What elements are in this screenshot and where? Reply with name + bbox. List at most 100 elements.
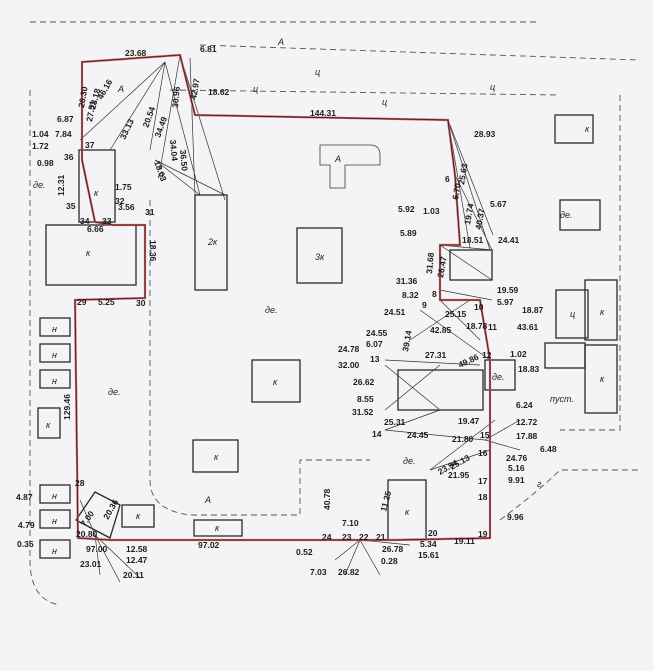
- label-de-center: де.: [265, 305, 277, 315]
- point-32: 32: [115, 196, 125, 206]
- svg-text:26.82: 26.82: [338, 567, 360, 577]
- point-11: 11: [488, 322, 497, 332]
- svg-text:5.89: 5.89: [400, 228, 417, 238]
- point-33: 33: [102, 216, 112, 226]
- svg-text:42.85: 42.85: [430, 325, 452, 335]
- svg-text:21.95: 21.95: [448, 470, 470, 480]
- building-k-south: [192, 439, 239, 473]
- point-36: 36: [64, 152, 74, 162]
- svg-text:21.80: 21.80: [452, 434, 474, 444]
- point-numbers: 6 8 9 10 11 12 13 14 15 16 17 18 19 20 2…: [64, 140, 497, 542]
- point-22: 22: [359, 532, 369, 542]
- point-20: 20: [428, 528, 438, 538]
- point-24: 24: [322, 532, 332, 542]
- label-de-e: де.: [560, 210, 572, 220]
- point-9: 9: [422, 300, 427, 310]
- label-k-bottom: к: [215, 523, 220, 533]
- label-ts-1: ц: [315, 67, 320, 77]
- label-k-west: к: [86, 248, 91, 258]
- buildings: [37, 114, 618, 559]
- svg-text:18.51: 18.51: [462, 235, 484, 245]
- svg-text:1.04: 1.04: [32, 129, 49, 139]
- label-n-1: н: [52, 324, 57, 334]
- label-A-path: А: [334, 154, 341, 164]
- dim-bottom-right: 19.11: [454, 536, 475, 546]
- svg-text:25.31: 25.31: [384, 417, 406, 427]
- svg-text:6.07: 6.07: [366, 339, 383, 349]
- label-A-nw2: А: [157, 170, 164, 180]
- svg-text:26.78: 26.78: [382, 544, 404, 554]
- svg-text:31.68: 31.68: [424, 252, 436, 274]
- svg-text:18.87: 18.87: [522, 305, 544, 315]
- building-k-nw: [78, 149, 116, 223]
- svg-text:20.11: 20.11: [123, 570, 144, 580]
- point-35: 35: [66, 201, 76, 211]
- point-23: 23: [342, 532, 352, 542]
- point-19: 19: [478, 529, 488, 539]
- label-n-2: н: [52, 350, 57, 360]
- svg-text:26.62: 26.62: [353, 377, 375, 387]
- dim-9-96: 9.96: [507, 512, 524, 522]
- svg-text:19.74: 19.74: [462, 202, 476, 225]
- label-k-sw: к: [136, 511, 141, 521]
- point-18: 18: [478, 492, 488, 502]
- svg-text:49.86: 49.86: [457, 352, 481, 370]
- label-ts-4: ц: [253, 84, 258, 94]
- svg-text:5.97: 5.97: [497, 297, 514, 307]
- shed-row: [39, 317, 71, 559]
- svg-text:18.83: 18.83: [518, 364, 540, 374]
- svg-text:20.80: 20.80: [76, 529, 98, 539]
- building-3k: [296, 227, 343, 284]
- point-21: 21: [376, 532, 386, 542]
- point-6: 6: [445, 174, 450, 184]
- svg-text:7.84: 7.84: [55, 129, 72, 139]
- svg-text:25.15: 25.15: [445, 309, 467, 319]
- dim-bottom-a: 97.00: [86, 544, 108, 554]
- svg-text:24.55: 24.55: [366, 328, 388, 338]
- dim-11-25: 11.25: [378, 490, 393, 513]
- label-k-ne: к: [585, 124, 590, 134]
- building-east-upper: [449, 249, 493, 281]
- label-k-e3: к: [600, 374, 605, 384]
- building-e4: [544, 342, 586, 369]
- svg-text:1.02: 1.02: [510, 349, 527, 359]
- label-A-nw: А: [117, 84, 124, 94]
- svg-text:12.47: 12.47: [126, 555, 148, 565]
- svg-text:31.36: 31.36: [396, 276, 418, 286]
- label-k-se: к: [405, 507, 410, 517]
- svg-text:18.62: 18.62: [208, 87, 230, 97]
- svg-text:0.28: 0.28: [381, 556, 398, 566]
- dim-15-61: 15.61: [418, 550, 440, 560]
- svg-text:27.31: 27.31: [425, 350, 447, 360]
- svg-text:42.97: 42.97: [188, 77, 202, 100]
- svg-text:30.96: 30.96: [170, 86, 182, 108]
- svg-text:6.87: 6.87: [57, 114, 74, 124]
- dim-40-78: 40.78: [322, 488, 332, 510]
- point-37: 37: [85, 140, 95, 150]
- svg-text:31.52: 31.52: [352, 407, 374, 417]
- dim-bottom-b: 23.01: [80, 559, 102, 569]
- svg-text:0.35: 0.35: [17, 539, 34, 549]
- svg-text:8.32: 8.32: [402, 290, 419, 300]
- svg-text:9.91: 9.91: [508, 475, 525, 485]
- label-ts-e: ц: [570, 309, 575, 319]
- svg-text:19.47: 19.47: [458, 416, 480, 426]
- label-k-nw: к: [94, 188, 99, 198]
- svg-text:34.04: 34.04: [168, 139, 180, 161]
- dim-bottom-main: 97.02: [198, 540, 220, 550]
- svg-text:17.88: 17.88: [516, 431, 538, 441]
- svg-text:25.13: 25.13: [448, 452, 472, 471]
- svg-text:24.41: 24.41: [498, 235, 520, 245]
- svg-text:24.78: 24.78: [338, 344, 360, 354]
- building-k-e3: [584, 344, 618, 414]
- svg-text:24.45: 24.45: [407, 430, 429, 440]
- svg-text:24.76: 24.76: [506, 453, 528, 463]
- building-de-e: [484, 359, 516, 391]
- svg-text:6.24: 6.24: [516, 400, 533, 410]
- svg-text:33.13: 33.13: [118, 117, 136, 141]
- label-n-6: н: [52, 546, 57, 556]
- label-de-west: де.: [108, 387, 120, 397]
- svg-text:18.78: 18.78: [466, 321, 488, 331]
- label-n-5: н: [52, 516, 57, 526]
- svg-text:43.61: 43.61: [517, 322, 539, 332]
